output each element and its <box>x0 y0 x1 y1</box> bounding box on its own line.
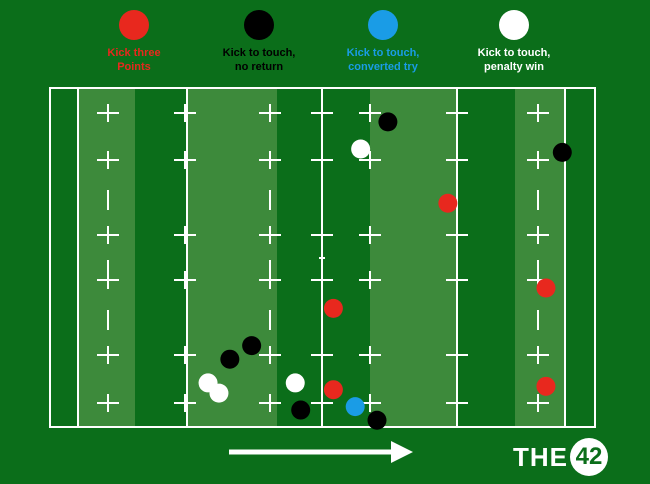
pitch-stripe <box>370 88 457 427</box>
pitch-stripe <box>187 88 277 427</box>
legend-label: Kick to touch, no return <box>222 47 296 73</box>
legend-dot-red <box>119 10 149 40</box>
outcome-marker-touch-no-return <box>378 112 398 132</box>
the42-logo: THE 42 <box>513 437 608 477</box>
legend-item-touch-no-return: Kick to touch, no return <box>194 10 324 74</box>
outcome-marker-kick-three-points <box>536 376 556 396</box>
outcome-marker-kick-three-points <box>438 193 458 213</box>
pitch-stripe <box>515 88 565 427</box>
outcome-marker-touch-no-return <box>291 400 311 420</box>
pitch-lines <box>49 87 596 428</box>
outcome-markers <box>198 112 572 430</box>
outcome-marker-kick-three-points <box>323 298 343 318</box>
legend-dot-black <box>244 10 274 40</box>
outcome-marker-touch-no-return <box>552 142 572 162</box>
outcome-marker-touch-no-return <box>367 410 387 430</box>
legend-dot-blue <box>368 10 398 40</box>
pitch-stripes <box>78 88 565 427</box>
outcome-marker-touch-no-return <box>220 349 240 369</box>
legend-item-touch-penalty-win: Kick to touch, penalty win <box>449 10 579 74</box>
legend: Kick three Points Kick to touch, no retu… <box>0 0 650 85</box>
outcome-marker-touch-penalty-win <box>285 373 305 393</box>
legend-label: Kick to touch, converted try <box>346 47 420 73</box>
outcome-marker-kick-three-points <box>323 380 343 400</box>
legend-dot-white <box>499 10 529 40</box>
outcome-marker-kick-three-points <box>536 278 556 298</box>
outcome-marker-touch-penalty-win <box>351 139 371 159</box>
legend-item-kick-three-points: Kick three Points <box>69 10 199 74</box>
pitch-stripe <box>78 88 135 427</box>
outcome-marker-touch-no-return <box>242 336 262 356</box>
legend-label: Kick three Points <box>107 47 161 73</box>
outcome-marker-touch-converted-try <box>345 397 365 417</box>
logo-badge: 42 <box>570 438 608 476</box>
logo-text: THE <box>513 441 568 472</box>
outcome-marker-touch-penalty-win <box>198 373 218 393</box>
legend-item-touch-converted-try: Kick to touch, converted try <box>318 10 448 74</box>
legend-label: Kick to touch, penalty win <box>477 47 551 73</box>
